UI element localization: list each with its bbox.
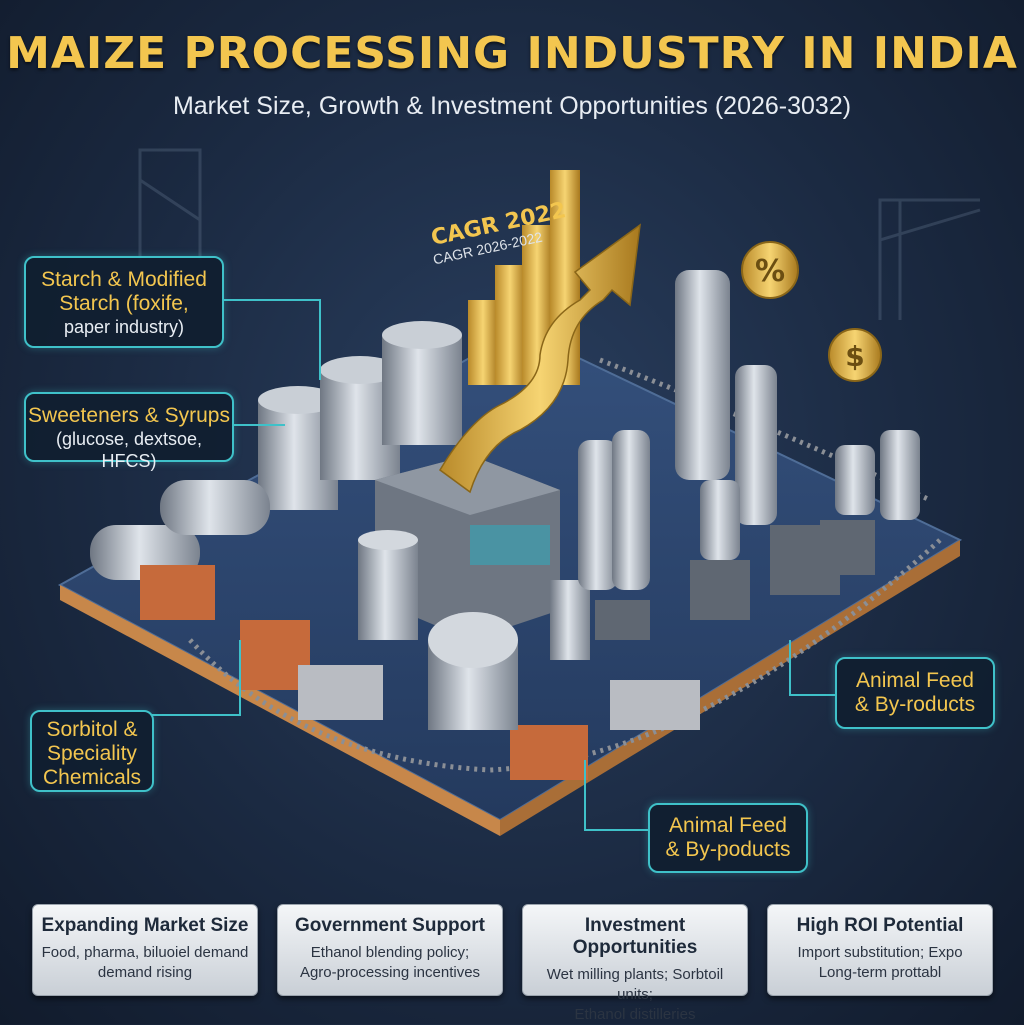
page-subtitle: Market Size, Growth & Investment Opportu… (172, 92, 852, 120)
factory-illustration: % $ (57, 148, 981, 836)
card-high-roi: High ROI Potential Import substitution; … (767, 904, 993, 996)
svg-text:$: $ (845, 340, 864, 373)
callout-starch: Starch & Modified Starch (foxife, paper … (24, 256, 224, 348)
distillation-columns (578, 270, 920, 590)
page-title: MAIZE PROCESSING INDUSTRY IN INDIA (6, 28, 1018, 79)
silos (258, 321, 462, 510)
callout-sweeteners: Sweeteners & Syrups (glucose, dextsoe, H… (24, 392, 234, 471)
callout-animal-feed-2: Animal Feed & By-poducts (648, 803, 808, 873)
growth-arrow-icon (439, 223, 641, 494)
card-investment-opportunities: Investment Opportunities Wet milling pla… (522, 904, 748, 1023)
card-expanding-market: Expanding Market Size Food, pharma, bilu… (32, 904, 258, 996)
svg-text:%: % (755, 254, 785, 289)
callout-connectors (150, 299, 835, 831)
process-tanks (358, 530, 590, 730)
card-government-support: Government Support Ethanol blending poli… (277, 904, 503, 996)
dollar-coin-icon: $ (828, 328, 882, 382)
containers (140, 565, 700, 780)
machinery-boxes (595, 520, 875, 640)
percent-coin-icon: % (741, 241, 799, 299)
callout-sorbitol: Sorbitol & Speciality Chemicals (30, 710, 154, 792)
callout-animal-feed-1: Animal Feed & By-roducts (835, 657, 995, 729)
background-cranes (138, 148, 981, 320)
